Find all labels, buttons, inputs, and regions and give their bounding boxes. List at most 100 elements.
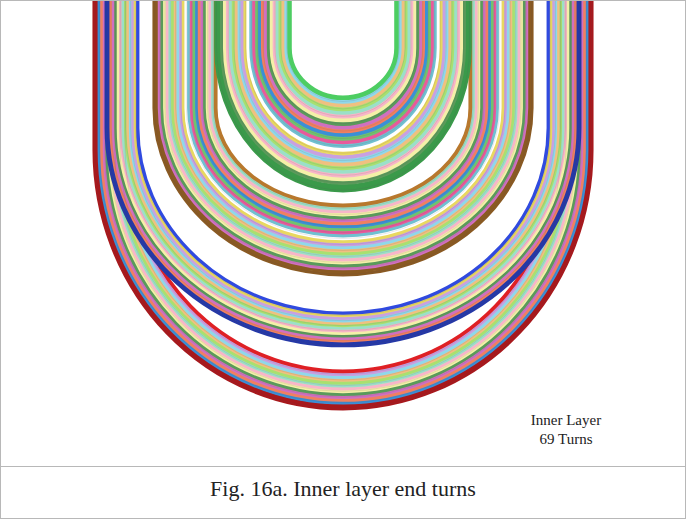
turn-stripe [228, 0, 458, 175]
turn-separator [216, 0, 469, 190]
turn-stripe [114, 0, 573, 338]
turn-separator [202, 0, 483, 220]
figure-label: 69 Turns [540, 431, 593, 448]
turn-stripe [133, 0, 553, 318]
turn-separator [126, 0, 561, 326]
turn-stripe [120, 0, 566, 380]
turn-stripe [197, 0, 489, 226]
turn-stripe [184, 0, 503, 241]
turn-stripe [254, 0, 431, 142]
turn-stripe [106, 0, 580, 346]
turn-stripe [128, 0, 559, 371]
turn-stripe [162, 0, 523, 266]
turn-stripe [168, 0, 519, 260]
turn-separator [246, 0, 441, 153]
turn-stripe [216, 0, 471, 206]
turn-stripe [157, 0, 529, 272]
turn-stripe [192, 0, 495, 233]
turn-separator [281, 0, 405, 109]
turn-stripe [107, 0, 579, 394]
turn-separator [115, 0, 571, 386]
turn-stripe [94, 0, 591, 409]
turn-separator [99, 0, 586, 403]
turn-separator [275, 0, 411, 116]
turn-stripe [154, 0, 531, 275]
turn-stripe [99, 0, 586, 403]
turn-stripe [275, 0, 411, 116]
turn-stripe [131, 0, 556, 321]
turn-separator [257, 0, 428, 138]
turn-stripe [284, 0, 403, 105]
turn-separator [234, 0, 452, 168]
turn-stripe [237, 0, 449, 164]
turn-separator [287, 0, 400, 102]
turn-separator [240, 0, 446, 161]
turn-separator [160, 0, 527, 268]
turn-stripe [272, 0, 414, 120]
turn-stripe [246, 0, 441, 153]
turn-stripe [234, 0, 452, 168]
turn-stripe [165, 0, 521, 263]
turn-stripe [287, 0, 400, 102]
turn-separator [252, 0, 435, 146]
turn-stripe [213, 0, 473, 209]
turn-stripe [170, 0, 515, 257]
turn-separator [269, 0, 417, 124]
turn-separator [106, 0, 580, 346]
turn-stripe [121, 0, 565, 331]
turn-stripe [225, 0, 461, 179]
turn-separator [192, 0, 495, 233]
turn-separator [208, 0, 479, 215]
turn-separator [263, 0, 423, 131]
coil-end-turns [94, 0, 591, 409]
turn-stripe [200, 0, 487, 223]
turn-stripe [269, 0, 417, 124]
turn-stripe [194, 0, 491, 229]
turn-stripe [257, 0, 428, 138]
turn-separator [170, 0, 515, 257]
turn-separator [135, 0, 550, 316]
turn-stripe [123, 0, 564, 377]
turn-separator [110, 0, 577, 391]
turn-stripe [105, 0, 582, 397]
turn-separator [213, 0, 473, 209]
turn-stripe [240, 0, 446, 161]
turn-stripe [116, 0, 570, 336]
turn-stripe [109, 0, 578, 343]
figure-caption: Fig. 16a. Inner layer end turns [210, 476, 476, 502]
turn-separator [131, 0, 556, 321]
turn-stripe [231, 0, 455, 172]
turn-separator [181, 0, 505, 245]
turn-stripe [178, 0, 507, 247]
turn-stripe [112, 0, 573, 389]
turn-separator [94, 0, 591, 409]
turn-separator [197, 0, 489, 226]
turn-stripe [176, 0, 511, 251]
turn-stripe [111, 0, 575, 341]
turn-stripe [281, 0, 405, 109]
turn-stripe [186, 0, 499, 238]
turn-stripe [123, 0, 563, 328]
turn-stripe [252, 0, 435, 146]
turn-separator [222, 0, 463, 183]
turn-separator [154, 0, 531, 275]
turn-separator [176, 0, 511, 251]
turn-separator [228, 0, 458, 175]
turn-separator [121, 0, 565, 331]
turn-stripe [181, 0, 505, 245]
turn-stripe [263, 0, 423, 131]
turn-stripe [202, 0, 483, 220]
turn-stripe [208, 0, 479, 215]
turn-stripe [278, 0, 408, 113]
turn-stripe [138, 0, 548, 313]
turn-stripe [128, 0, 558, 323]
turn-separator [120, 0, 566, 380]
turn-stripe [117, 0, 568, 383]
turn-separator [116, 0, 570, 336]
turn-stripe [290, 0, 397, 98]
turn-stripe [110, 0, 577, 391]
turn-stripe [205, 0, 481, 218]
figure-label: Inner Layer [531, 412, 601, 429]
